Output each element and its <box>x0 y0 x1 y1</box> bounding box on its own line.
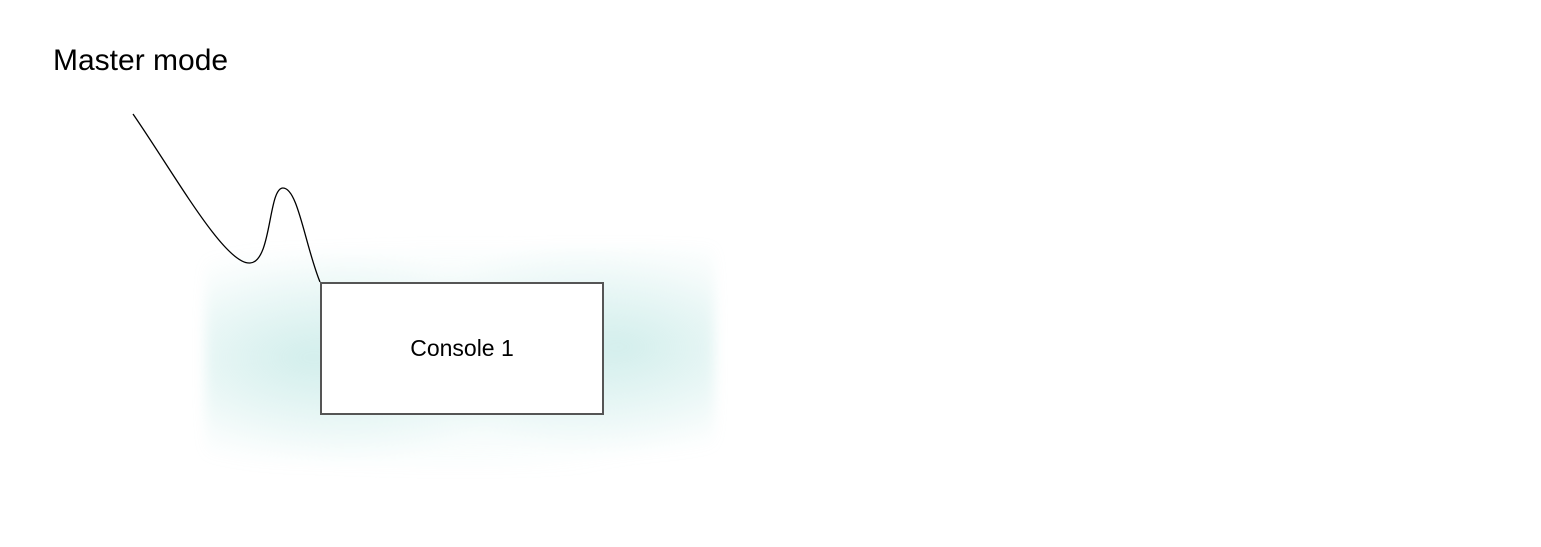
diagram-title: Master mode <box>53 44 229 77</box>
console-node: Console 1 <box>320 282 604 415</box>
console-node-label: Console 1 <box>410 335 514 361</box>
